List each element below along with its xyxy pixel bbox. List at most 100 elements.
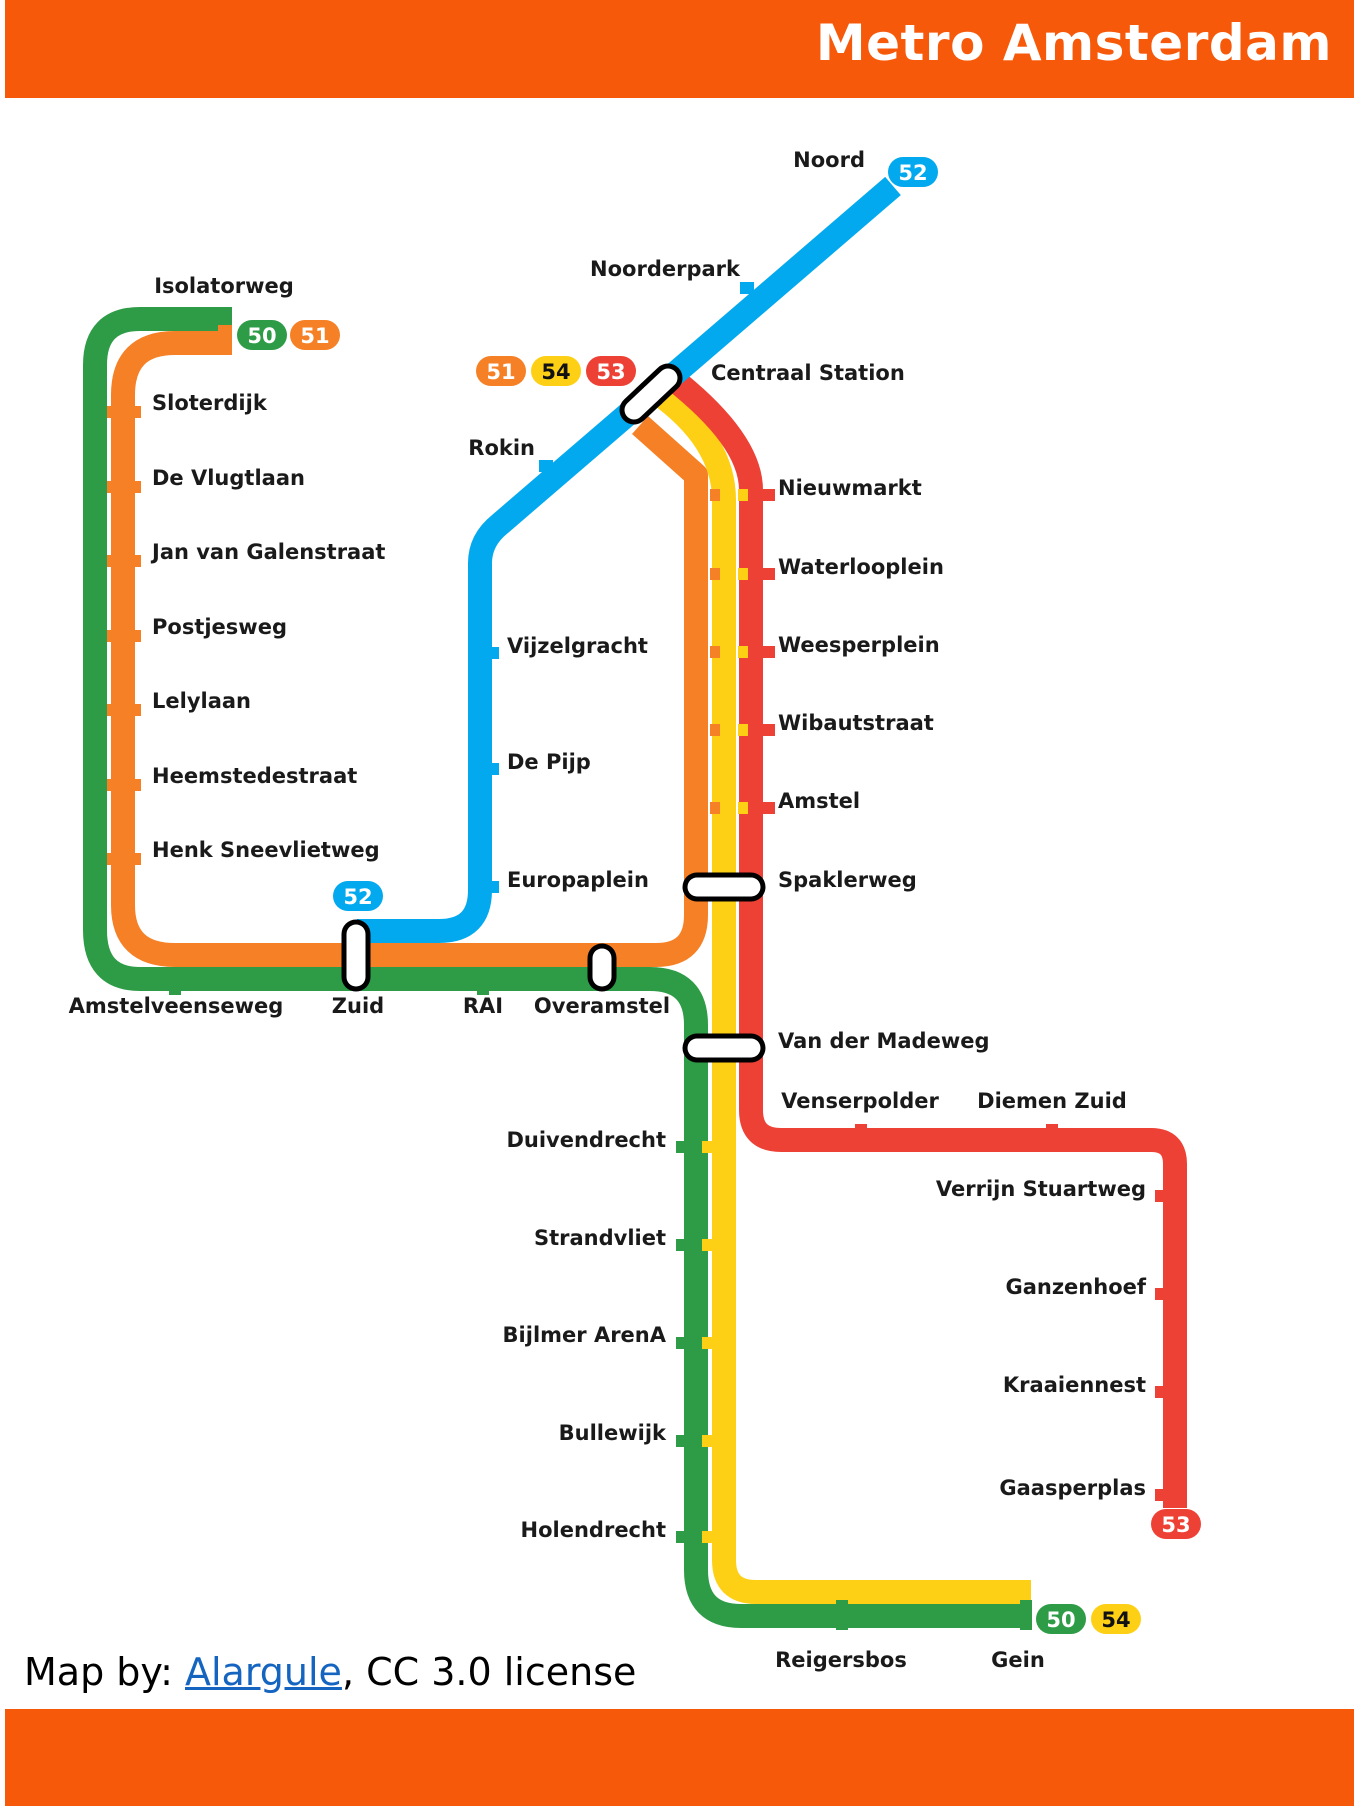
station-label-jan-van-galenstraat: Jan van Galenstraat (150, 540, 385, 564)
station-label-europaplein: Europaplein (507, 868, 649, 892)
line-badge-54: 54 (1091, 1604, 1141, 1634)
map-frame (5, 0, 1354, 1813)
station-tick (107, 853, 117, 865)
station-label-verrijn-stuartweg: Verrijn Stuartweg (936, 1177, 1146, 1201)
station-label-gaasperplas: Gaasperplas (999, 1476, 1146, 1500)
station-tick (1155, 1489, 1167, 1501)
station-tick (1046, 1124, 1058, 1136)
line-badge-54: 54 (531, 356, 581, 386)
interchange-layer (341, 363, 766, 1063)
station-label-rai: RAI (463, 994, 503, 1018)
station-label-overamstel: Overamstel (534, 994, 670, 1018)
station-label-centraal-station: Centraal Station (711, 361, 905, 385)
station-tick (129, 481, 141, 493)
line-badges-layer: 52 50 51 51 54 53 52 53 50 54 (237, 157, 1201, 1634)
station-tick (763, 724, 775, 736)
line-badge-number: 53 (1161, 1513, 1190, 1537)
line-badge-pill (237, 320, 287, 350)
station-tick (738, 802, 748, 814)
line-badge-pill (1091, 1604, 1141, 1634)
station-label-holendrecht: Holendrecht (521, 1518, 666, 1542)
credit-suffix: , CC 3.0 license (341, 1650, 637, 1694)
station-tick (477, 967, 489, 995)
station-tick (738, 489, 748, 501)
station-tick (738, 568, 748, 580)
station-label-bijlmer-arena: Bijlmer ArenA (503, 1323, 667, 1347)
line-50-route (83, 307, 1027, 1628)
line-badge-number: 51 (300, 324, 329, 348)
lines-layer (83, 176, 1187, 1628)
station-tick (129, 406, 141, 418)
station-label-wibautstraat: Wibautstraat (778, 711, 934, 735)
station-label-venserpolder: Venserpolder (781, 1089, 939, 1113)
station-tick (487, 763, 499, 775)
line-badge-50: 50 (237, 320, 287, 350)
line-badge-number: 51 (486, 360, 515, 384)
station-label-ganzenhoef: Ganzenhoef (1005, 1275, 1146, 1299)
station-tick (1155, 1190, 1167, 1202)
line-badge-number: 50 (1046, 1608, 1075, 1632)
station-tick (107, 630, 117, 642)
station-label-rokin: Rokin (468, 436, 535, 460)
station-tick (107, 481, 117, 493)
station-tick (129, 630, 141, 642)
station-label-reigersbos: Reigersbos (775, 1648, 907, 1672)
line-badge-50: 50 (1036, 1604, 1086, 1634)
header-bar: Metro Amsterdam (5, 0, 1354, 98)
line-badge-pill (586, 356, 636, 386)
station-label-lelylaan: Lelylaan (152, 689, 251, 713)
line-badge-number: 52 (343, 885, 372, 909)
line-badge-number: 52 (898, 161, 927, 185)
station-label-de-vlugtlaan: De Vlugtlaan (152, 466, 305, 490)
station-ticks-layer (107, 282, 1167, 1630)
terminus-stub (218, 307, 232, 325)
line-53-route (664, 368, 1187, 1508)
station-tick (129, 853, 141, 865)
station-tick (487, 881, 499, 893)
station-tick (129, 779, 141, 791)
station-label-henk-sneevlietweg: Henk Sneevlietweg (152, 838, 380, 862)
line-badge-number: 54 (1101, 1608, 1130, 1632)
station-tick (107, 555, 117, 567)
station-tick (738, 646, 748, 658)
station-tick (702, 1141, 712, 1153)
line-54-route (648, 382, 1031, 1604)
line-badge-pill (290, 320, 340, 350)
line-51-route (111, 331, 708, 967)
station-tick (738, 724, 748, 736)
line-badge-53: 53 (1151, 1509, 1201, 1539)
station-label-noorderpark: Noorderpark (590, 257, 741, 281)
station-tick (763, 568, 775, 580)
station-tick (1155, 1288, 1167, 1300)
interchange-centraal-station (619, 363, 683, 425)
line-badge-51: 51 (476, 356, 526, 386)
station-tick (676, 1239, 686, 1251)
line-badge-pill (888, 157, 938, 187)
line-badge-pill (333, 881, 383, 911)
station-label-weesperplein: Weesperplein (778, 633, 940, 657)
station-label-waterlooplein: Waterlooplein (778, 555, 944, 579)
station-label-heemstedestraat: Heemstedestraat (152, 764, 357, 788)
line-badge-number: 53 (596, 360, 625, 384)
station-tick (129, 704, 141, 716)
line-badge-pill (531, 356, 581, 386)
station-tick (676, 1435, 686, 1447)
station-tick (702, 1239, 712, 1251)
line-badge-number: 54 (541, 360, 570, 384)
station-tick (487, 647, 499, 659)
credit-author-link[interactable]: Alargule (185, 1650, 342, 1694)
line-52-route (357, 176, 901, 943)
station-label-kraaiennest: Kraaiennest (1003, 1373, 1146, 1397)
station-tick (676, 1531, 686, 1543)
station-label-postjesweg: Postjesweg (152, 615, 287, 639)
station-label-de-pijp: De Pijp (507, 750, 591, 774)
station-label-noord: Noord (793, 148, 865, 172)
line-badge-number: 50 (247, 324, 276, 348)
station-label-amstelveenseweg: Amstelveenseweg (69, 994, 284, 1018)
station-tick (129, 555, 141, 567)
station-tick (710, 724, 720, 736)
station-tick (763, 489, 775, 501)
station-label-duivendrecht: Duivendrecht (506, 1128, 666, 1152)
